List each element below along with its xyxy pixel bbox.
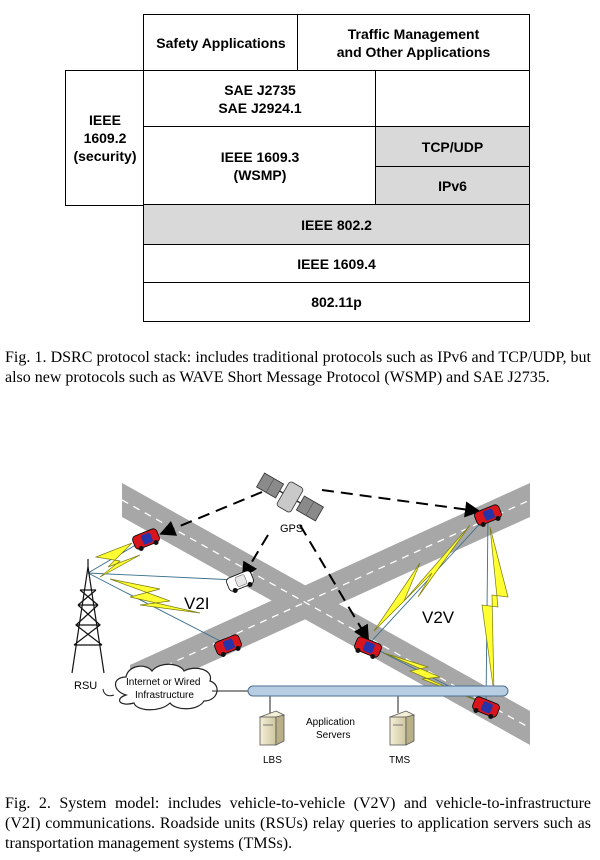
ieee-1609-4-cell: IEEE 1609.4 (143, 244, 530, 284)
safety-applications-cell: Safety Applications (143, 14, 299, 72)
sae-j2735-cell: SAE J2735 SAE J2924.1 (143, 70, 377, 128)
application-servers-line2: Servers (316, 730, 350, 741)
road-lower-left-to-upper-right (130, 483, 530, 699)
gps-links (159, 489, 481, 642)
car-icon (474, 504, 502, 527)
v2i-label: V2I (184, 594, 210, 613)
figure-2-caption: Fig. 2. System model: includes vehicle-t… (5, 795, 591, 852)
tms-server-icon (389, 710, 415, 746)
lightning-bolts (94, 524, 509, 702)
internet-label-line2: Infrastructure (135, 690, 194, 701)
gps-label: GPS (280, 523, 303, 535)
ieee-1609-2-security-cell: IEEE 1609.2 (security) (65, 70, 145, 206)
wired-links (102, 688, 399, 713)
lbs-server-icon (259, 710, 285, 746)
ieee-802-2-cell: IEEE 802.2 (143, 204, 530, 246)
car-icon (132, 528, 160, 551)
internet-label-line1: Internet or Wired (126, 677, 200, 688)
system-model-figure: GPS RSU V2I V2V Internet or Wired Infras… (71, 472, 531, 766)
rsu-tower-icon (71, 559, 105, 674)
server-bus-icon (247, 685, 509, 697)
internet-cloud-icon (114, 663, 218, 711)
satellite-icon (256, 472, 324, 522)
ipv6-cell: IPv6 (375, 166, 530, 206)
application-servers-line1: Application (306, 717, 355, 728)
car-icon (214, 634, 242, 657)
car-icon (354, 636, 382, 659)
empty-upper-right-cell (375, 70, 530, 128)
figure-1-caption: Fig. 1. DSRC protocol stack: includes tr… (5, 349, 591, 386)
802-11p-cell: 802.11p (143, 282, 530, 322)
rsu-label: RSU (74, 680, 97, 692)
road-center-dash-2 (129, 499, 531, 683)
protocol-stack-figure: Safety Applications Traffic Management a… (0, 0, 600, 330)
tcp-udp-cell: TCP/UDP (375, 126, 530, 168)
traffic-management-cell: Traffic Management and Other Application… (297, 14, 530, 72)
car-icon (472, 696, 500, 719)
car-icon (226, 570, 254, 593)
v2v-label: V2V (422, 608, 455, 627)
ieee-1609-3-wsmp-cell: IEEE 1609.3 (WSMP) (143, 126, 377, 206)
lbs-label: LBS (263, 755, 282, 766)
tms-label: TMS (389, 755, 410, 766)
